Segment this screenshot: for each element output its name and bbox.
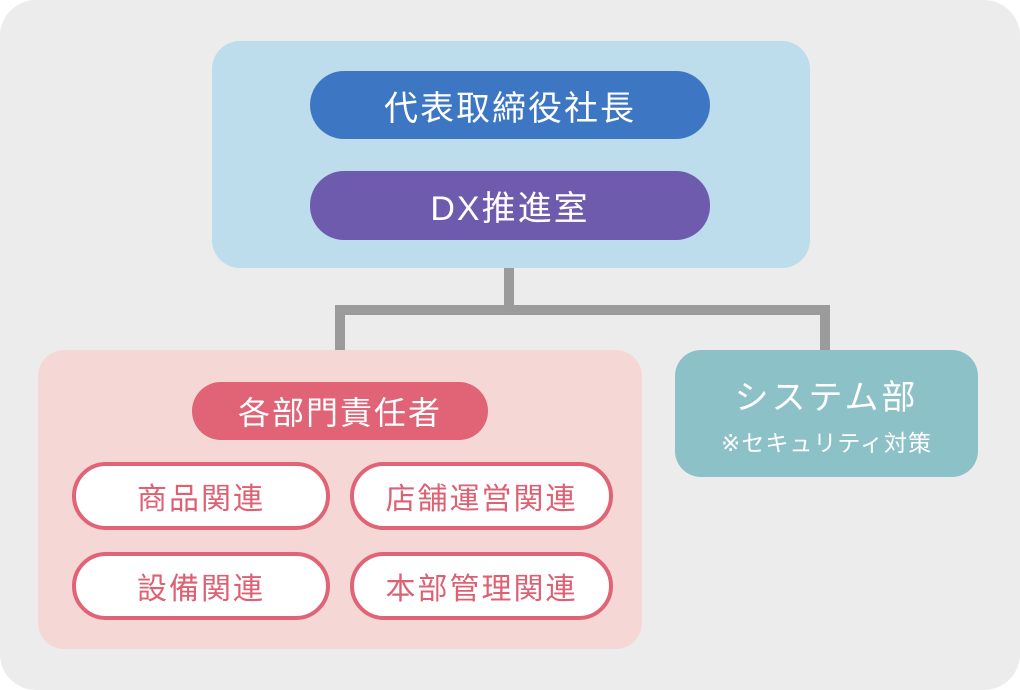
departments-header-node: 各部門責任者: [192, 382, 488, 440]
departments-group: 各部門責任者 商品関連 店舗運営関連 設備関連 本部管理関連: [38, 350, 642, 649]
department-node-facilities: 設備関連: [72, 552, 330, 620]
system-department-title: システム部: [734, 378, 919, 417]
system-department-node: システム部 ※セキュリティ対策: [675, 350, 978, 477]
department-node-hq-management: 本部管理関連: [350, 552, 613, 620]
executive-group: 代表取締役社長 DX推進室: [212, 41, 810, 268]
department-node-products: 商品関連: [72, 462, 330, 530]
connector-branch-left-drop: [335, 305, 345, 350]
connector-branch-right-drop: [820, 305, 830, 350]
connector-dx-to-branch: [504, 239, 514, 315]
department-node-store-operations: 店舗運営関連: [350, 462, 613, 530]
connector-branch-horizontal: [335, 305, 830, 315]
system-department-note: ※セキュリティ対策: [721, 429, 932, 456]
dx-office-node: DX推進室: [310, 171, 710, 240]
president-node: 代表取締役社長: [310, 71, 710, 139]
